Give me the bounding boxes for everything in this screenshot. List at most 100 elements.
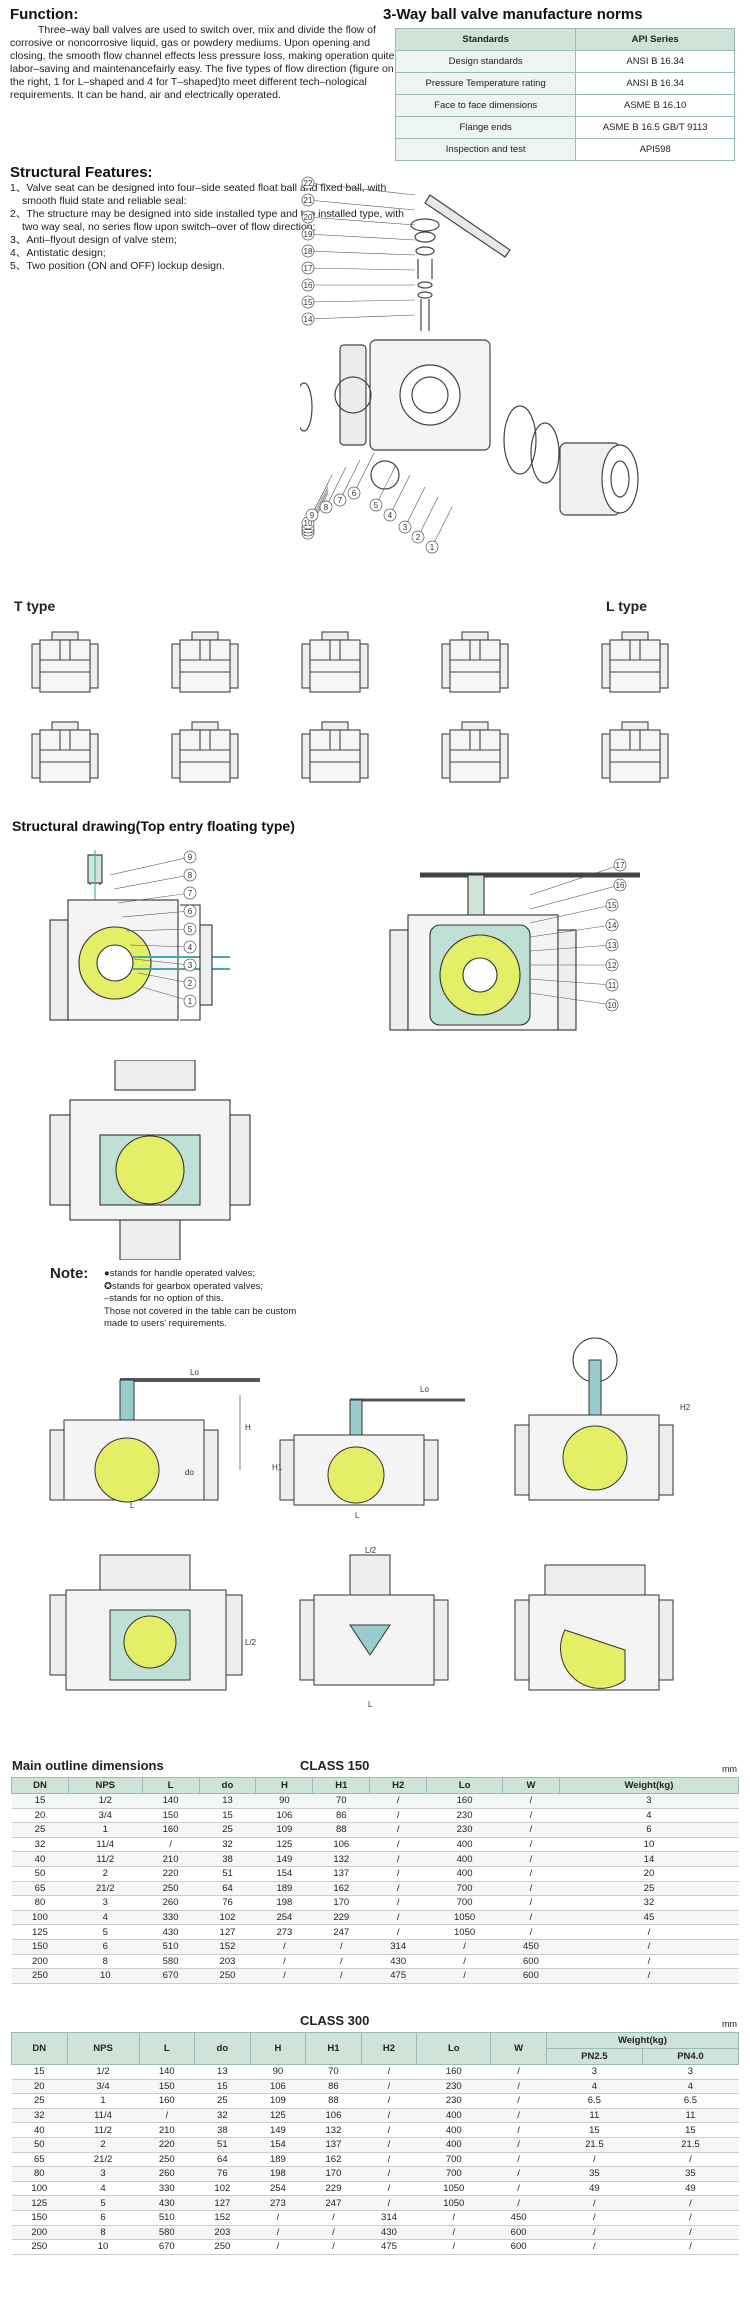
table-cell: 230 [426,1808,503,1824]
table-cell: / [642,2239,739,2255]
table-cell: 600 [502,1968,560,1984]
table-cell: / [255,1968,313,1984]
table-cell: 229 [312,1910,370,1926]
table-cell: / [559,1968,739,1984]
table-cell: 127 [199,1924,256,1940]
table-cell: 6 [67,2210,140,2226]
norms-header: Standards [394,28,577,51]
leader-line [109,856,191,876]
dim-label-lo-2: Lo [420,1385,429,1394]
table-cell: 127 [194,2195,251,2211]
table-cell: 100 [11,1910,69,1926]
table-cell: 154 [250,2137,306,2153]
part-number-callout [183,940,197,954]
note-line: –stands for no option of this. [104,1293,224,1304]
table-cell: 400 [416,2122,491,2138]
table-header: NPS [67,1777,143,1794]
norms-cell: API598 [575,138,735,161]
table-cell: 80 [11,2166,68,2182]
dim-label-h: H [245,1423,251,1432]
table-cell: 400 [426,1851,503,1867]
table-cell: 260 [139,2166,195,2182]
table-cell: / [426,1939,503,1955]
table-cell: / [416,2239,491,2255]
table-header: Lo [426,1777,503,1794]
table-cell: 250 [11,1968,69,1984]
table-cell: 137 [305,2137,362,2153]
l-type-label: L type [606,598,647,614]
table-cell: 160 [139,2093,195,2109]
dimensions-title: Main outline dimensions [12,1758,164,1773]
table-cell: 25 [199,1822,256,1838]
table-cell: 203 [194,2225,251,2241]
flow-direction-diagram [301,631,369,693]
table-cell: 330 [142,1910,200,1926]
leader-line [125,928,191,932]
note-title: Note: [50,1265,89,1282]
table-cell: 510 [139,2210,195,2226]
table-header: H [255,1777,314,1794]
dim-label-h1: H1 [272,1463,283,1472]
dim-label-l-2: L [355,1511,360,1520]
table-cell: 3/4 [67,2079,140,2095]
table-cell: 250 [199,1968,256,1984]
table-cell: 430 [139,2195,195,2211]
table-cell: 10 [559,1837,739,1853]
leader-line [117,892,191,904]
table-cell: 600 [490,2225,547,2241]
table-cell: 149 [250,2122,306,2138]
table-cell: / [502,1793,560,1809]
table-cell: 200 [11,2225,68,2241]
table-cell: / [361,2079,417,2095]
table-cell: 189 [255,1881,313,1897]
leader-line [325,466,347,508]
norms-cell: Design standards [394,50,577,73]
part-number-callout [605,958,619,972]
norms-cell: Pressure Temperature rating [394,72,577,95]
dimension-drawing-section-1: L/2 [49,1554,257,1691]
part-number: 9 [188,853,193,862]
class-300-unit: mm [722,2019,737,2029]
table-cell: 1050 [416,2195,491,2211]
leader-line [529,864,621,896]
table-cell: 13 [194,2064,251,2080]
table-cell: 260 [142,1895,200,1911]
table-cell: / [490,2152,547,2168]
table-cell: 14 [559,1851,739,1867]
table-cell: 400 [416,2108,491,2124]
leader-line [431,506,453,548]
table-cell: / [426,1968,503,1984]
table-cell: / [361,2181,417,2197]
table-cell: 64 [194,2152,251,2168]
table-cell: 125 [11,1924,69,1940]
table-cell: / [559,1954,739,1970]
flow-direction-diagram [301,721,369,783]
table-cell: 6 [68,1939,143,1955]
part-number: 7 [338,496,343,505]
table-header: H [249,2032,307,2065]
leader-line [133,958,191,966]
features-list: 1、Valve seat can be designed into four–s… [10,182,405,273]
table-cell: 32 [199,1837,256,1853]
part-number-callout [411,530,425,544]
table-cell: 670 [142,1968,200,1984]
dim-label-do: do [185,1468,194,1477]
table-cell: 90 [250,2064,306,2080]
table-cell: 700 [416,2152,491,2168]
table-cell: / [361,2152,417,2168]
part-number: 16 [304,281,313,290]
table-cell: 125 [250,2108,306,2124]
table-cell: 3/4 [68,1808,143,1824]
table-cell: / [546,2210,643,2226]
table-cell: 86 [312,1808,370,1824]
part-number-callout [305,508,319,522]
leader-line [529,904,613,924]
table-cell: / [305,2210,362,2226]
part-number-callout [183,958,197,972]
table-cell: 20 [11,2079,68,2095]
table-cell: 21.5 [546,2137,643,2153]
